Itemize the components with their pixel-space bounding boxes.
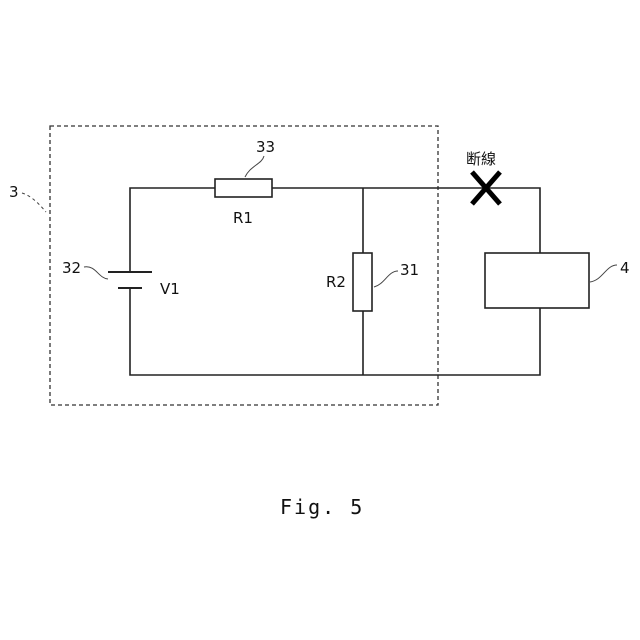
battery-leader <box>84 267 108 279</box>
battery-v1 <box>108 272 152 288</box>
bottom-wire <box>130 288 540 375</box>
resistor-r2-label: R2 <box>326 273 346 291</box>
load-leader <box>590 265 617 282</box>
break-label: 断線 <box>466 150 496 168</box>
figure-caption: Fig. 5 <box>280 495 364 519</box>
unit-leader <box>22 193 46 212</box>
resistor-r2 <box>353 253 372 311</box>
top-wire-left <box>130 188 215 272</box>
resistor-r1-label: R1 <box>233 209 253 227</box>
battery-v1-label: V1 <box>160 280 180 298</box>
load-ref-label: 4 <box>620 259 630 277</box>
battery-ref-label: 32 <box>62 259 81 277</box>
unit-ref-label: 3 <box>9 183 19 201</box>
top-wire-right <box>272 188 540 253</box>
unit-boundary <box>50 126 438 405</box>
resistor-r2-leader <box>374 271 398 287</box>
resistor-r1-ref-label: 33 <box>256 138 275 156</box>
load-box <box>485 253 589 308</box>
resistor-r1 <box>215 179 272 197</box>
resistor-r1-leader <box>245 156 264 177</box>
resistor-r2-ref-label: 31 <box>400 261 419 279</box>
